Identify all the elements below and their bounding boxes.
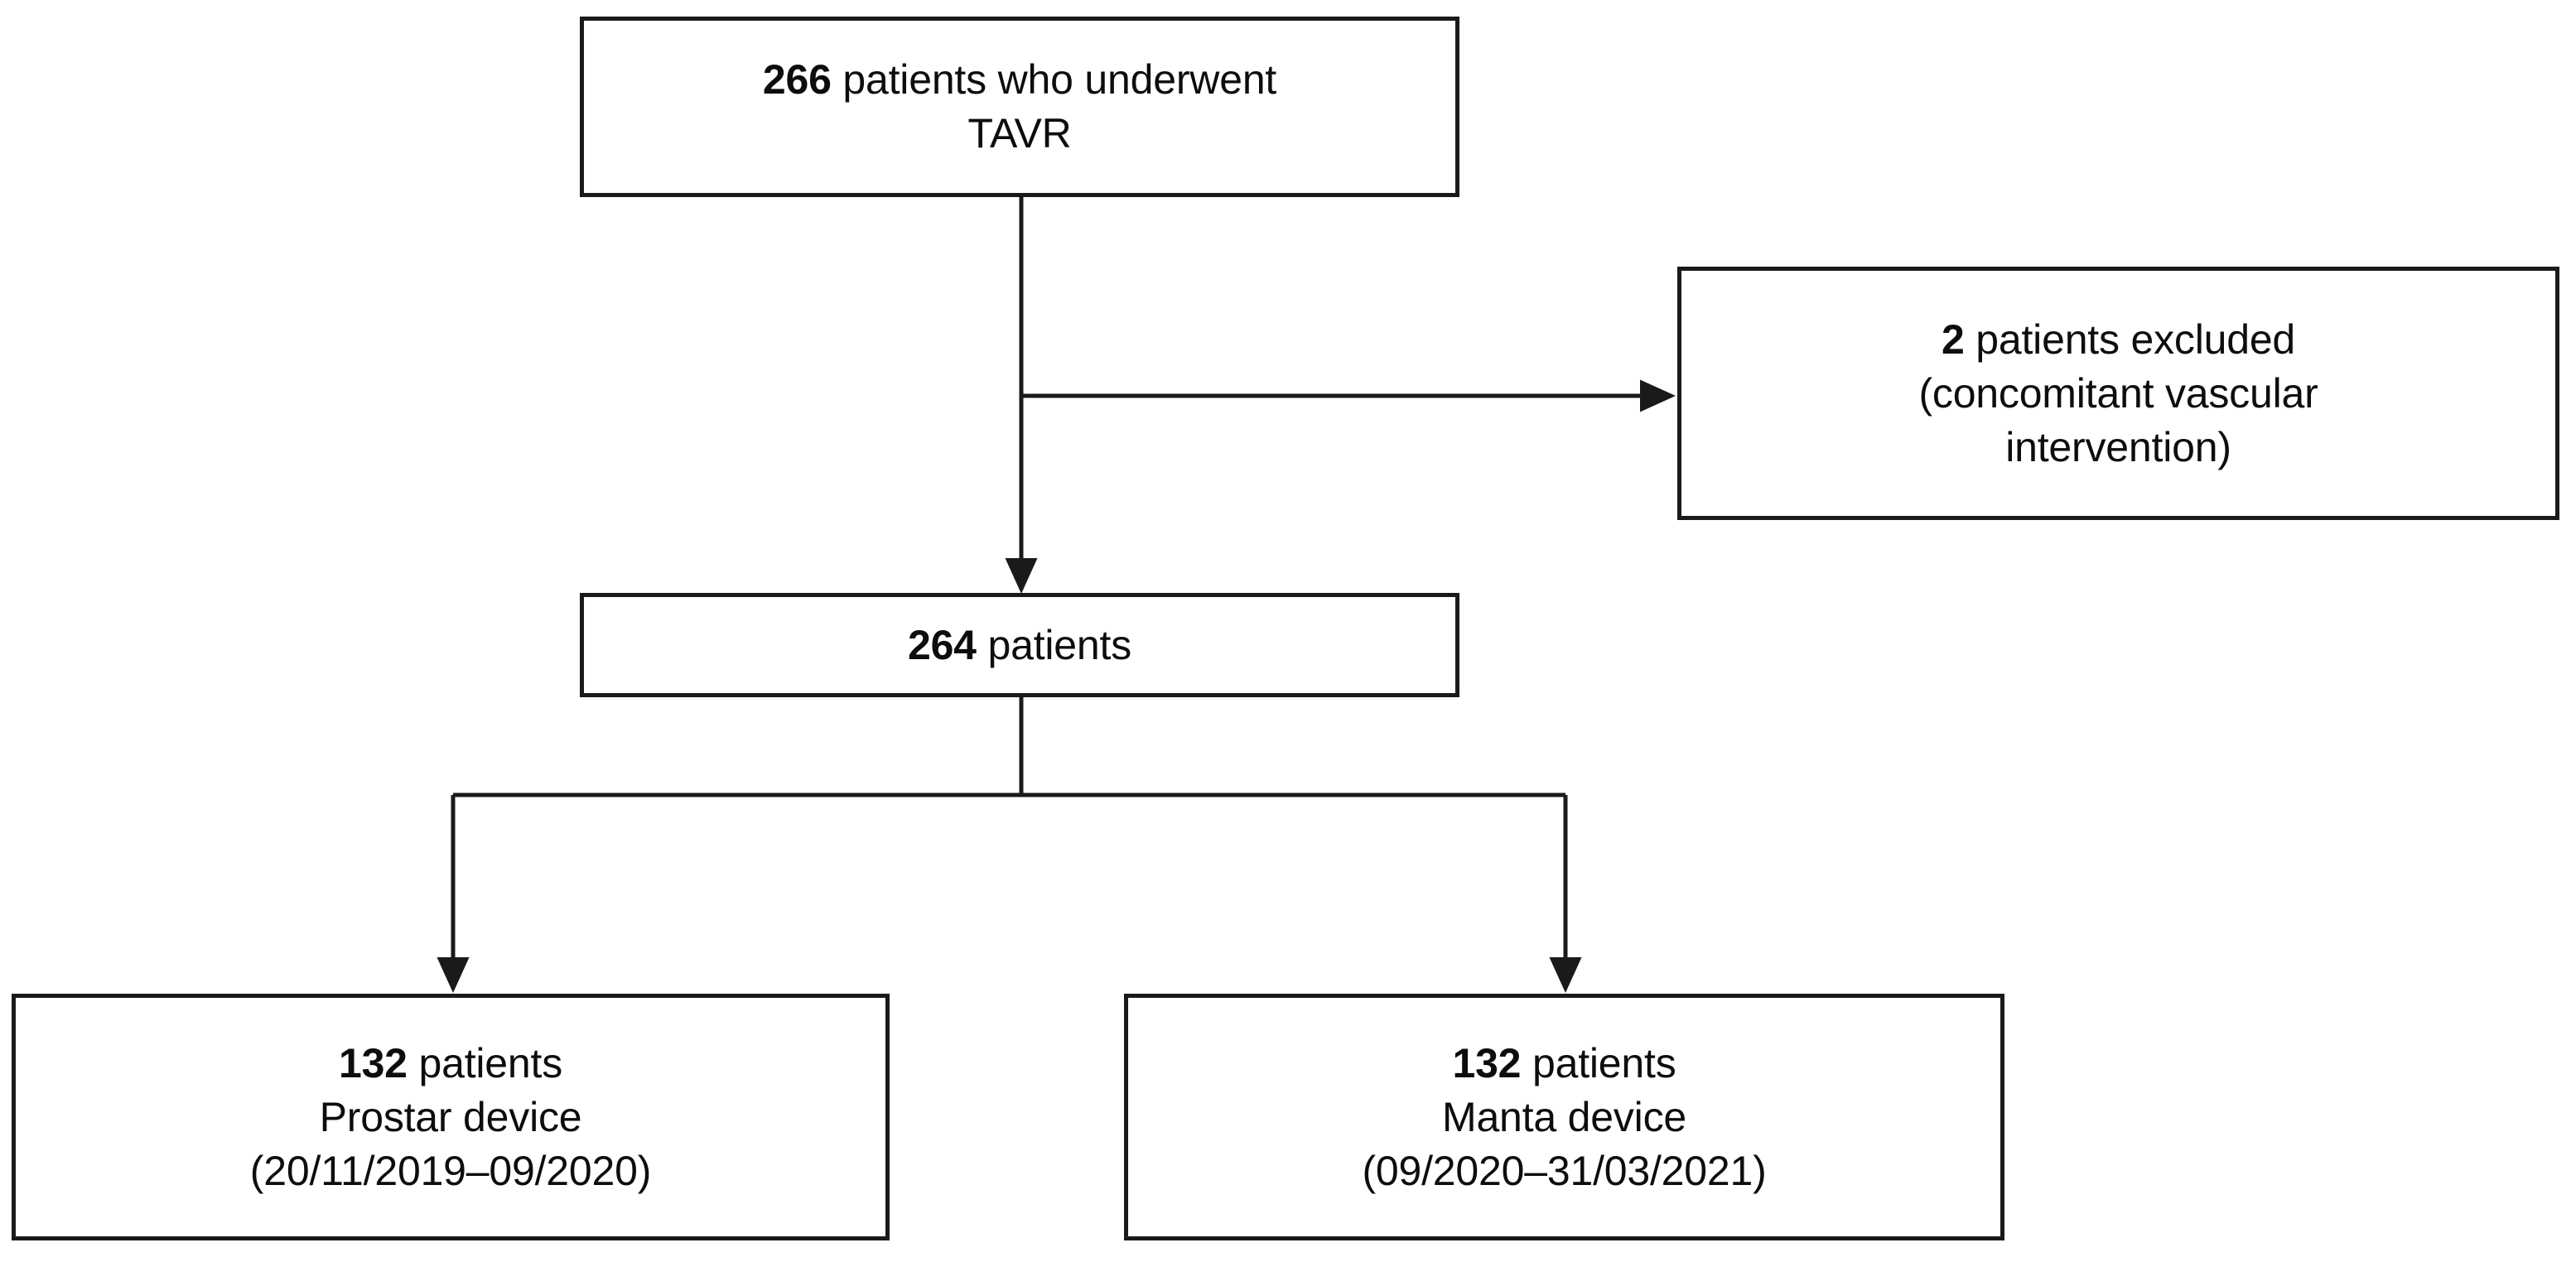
node-prostar-line-1-rest: patients [407,1039,563,1086]
node-excluded-count: 2 [1941,316,1965,363]
node-prostar-count: 132 [338,1039,408,1086]
node-prostar-line-1: 132 patients [339,1037,562,1091]
node-manta-line-1: 132 patients [1452,1037,1676,1091]
node-excluded-line-2: (concomitant vascular [1918,369,2318,417]
node-manta-arm: 132 patients Manta device (09/2020–31/03… [1124,994,2004,1240]
node-excluded-line-1-rest: patients excluded [1964,316,2296,363]
node-excluded: 2 patients excluded (concomitant vascula… [1677,267,2559,520]
node-tavr-total: 266 patients who underwent TAVR [580,17,1459,197]
node-eligible: 264 patients [580,593,1459,697]
node-manta-line-1-rest: patients [1521,1039,1676,1086]
node-eligible-line-1: 264 patients [908,619,1131,672]
node-eligible-line-1-rest: patients [976,621,1132,668]
node-eligible-count: 264 [907,621,977,668]
node-tavr-line-1-rest: patients who underwent [831,56,1277,103]
node-tavr-line-1: 266 patients who underwent [763,53,1276,107]
node-tavr-line-2: TAVR [967,110,1072,157]
node-prostar-device-label: Prostar device [319,1093,582,1140]
node-excluded-line-1: 2 patients excluded [1942,313,2295,367]
node-manta-date-range: (09/2020–31/03/2021) [1362,1147,1767,1194]
node-prostar-date-range: (20/11/2019–09/2020) [249,1147,652,1194]
node-tavr-count: 266 [762,56,832,103]
node-manta-device-label: Manta device [1442,1093,1686,1140]
node-manta-count: 132 [1452,1039,1522,1086]
node-prostar-arm: 132 patients Prostar device (20/11/2019–… [12,994,890,1240]
node-excluded-line-3: intervention) [2005,423,2231,470]
